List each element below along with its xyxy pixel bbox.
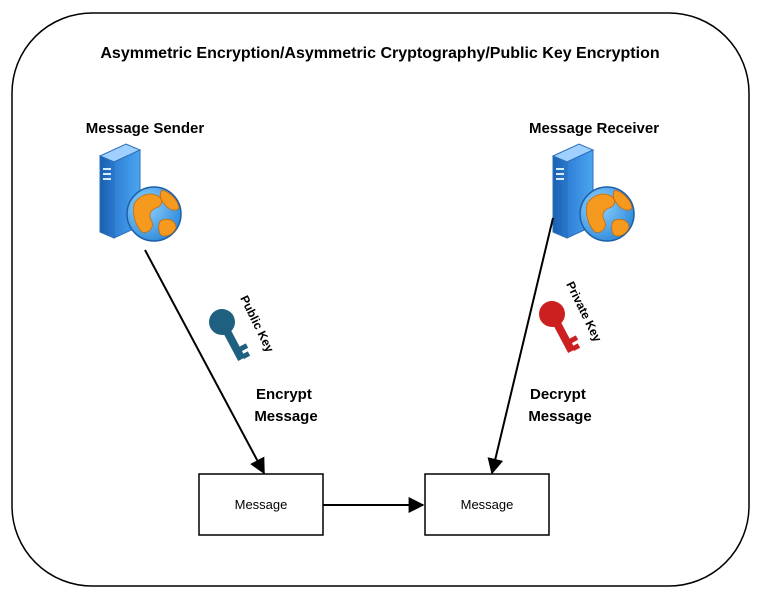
- receiver-label: Message Receiver: [529, 120, 659, 137]
- decrypt-arrow: [487, 217, 554, 475]
- decrypt-action-label: Decrypt Message: [528, 386, 591, 425]
- message-box-left: Message: [198, 473, 324, 536]
- encrypt-action-label: Encrypt Message: [254, 386, 317, 425]
- message-box-right-label: Message: [461, 497, 514, 512]
- message-box-left-label: Message: [235, 497, 288, 512]
- encrypt-arrow: [144, 249, 265, 475]
- message-box-right: Message: [424, 473, 550, 536]
- diagram-container: [11, 12, 750, 587]
- diagram-title: Asymmetric Encryption/Asymmetric Cryptog…: [100, 45, 659, 62]
- sender-label: Message Sender: [86, 120, 205, 137]
